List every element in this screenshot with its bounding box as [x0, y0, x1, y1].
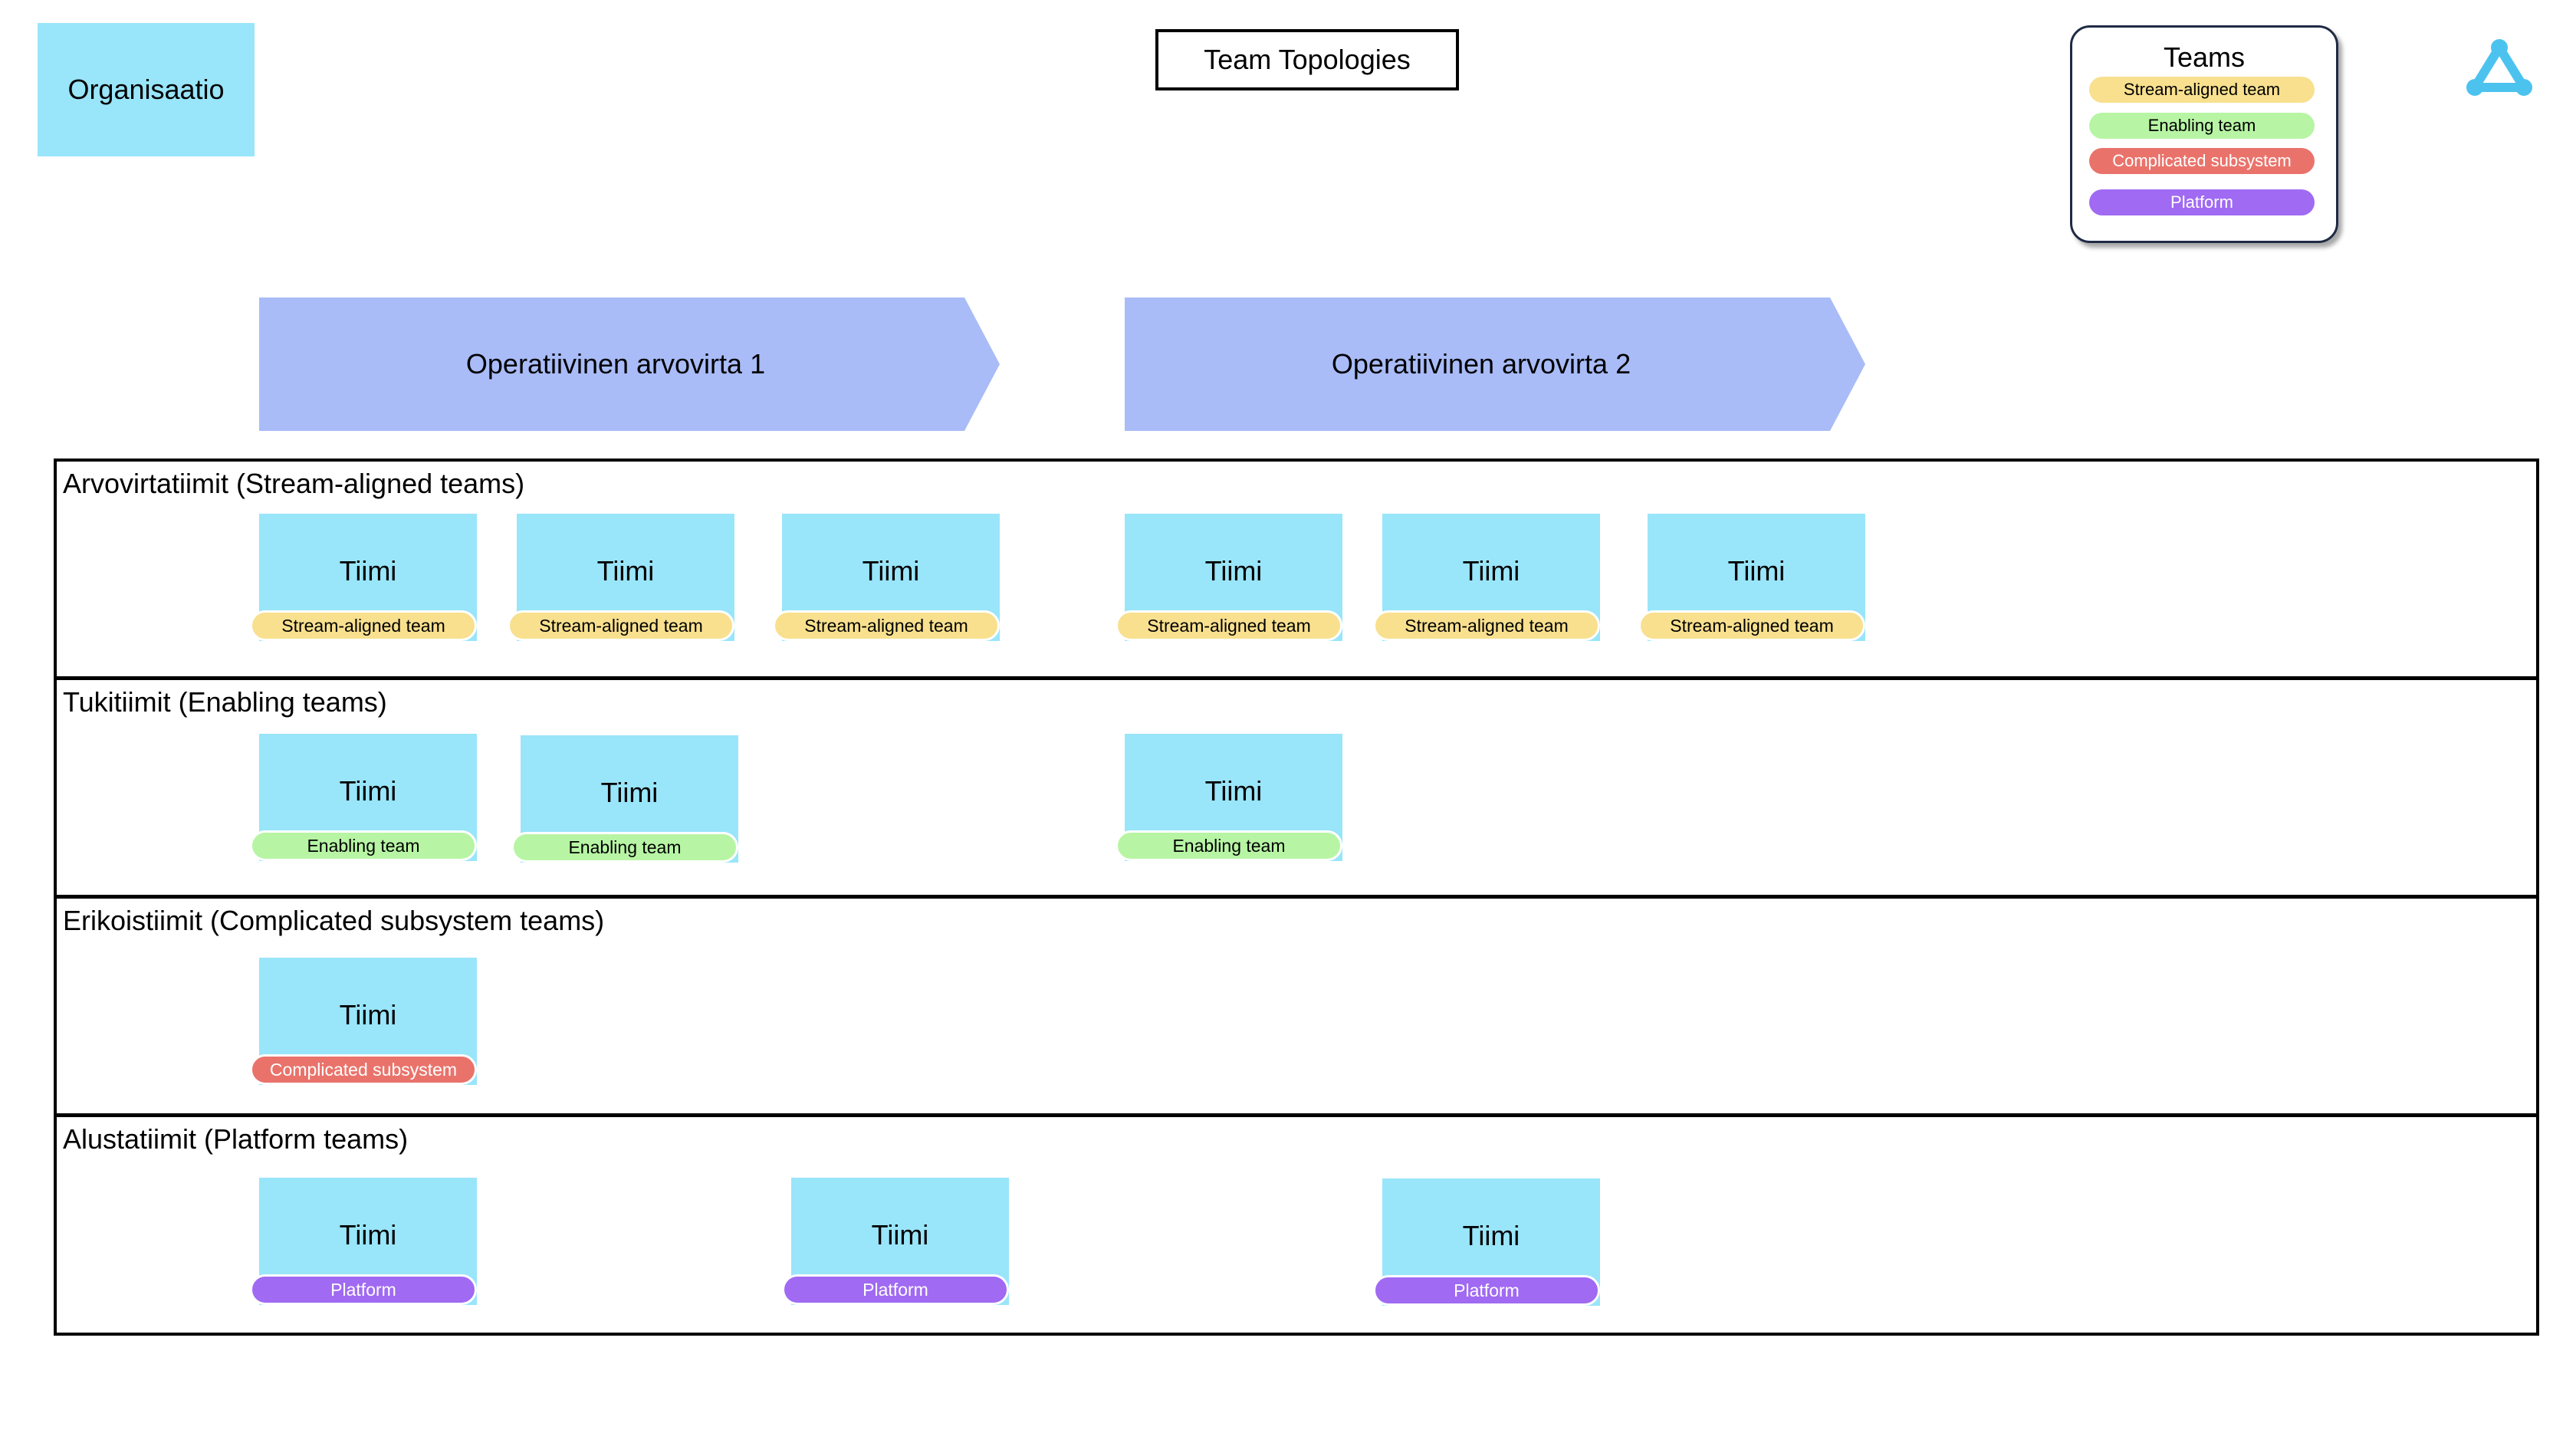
team-card[interactable]: Tiimi Stream-aligned team [1638, 514, 1865, 649]
organisation-label: Organisaatio [67, 74, 225, 105]
row-title: Alustatiimit (Platform teams) [63, 1123, 409, 1155]
team-card[interactable]: Tiimi Stream-aligned team [773, 514, 1000, 649]
organisation-note[interactable]: Organisaatio [38, 23, 255, 156]
team-card[interactable]: Tiimi Stream-aligned team [508, 514, 734, 649]
legend-item-complicated-subsystem: Complicated subsystem [2089, 148, 2315, 174]
team-type-tag: Stream-aligned team [1638, 610, 1865, 641]
team-card[interactable]: Tiimi Platform [782, 1178, 1009, 1313]
team-card[interactable]: Tiimi Stream-aligned team [1373, 514, 1600, 649]
triangle-network-icon [2466, 37, 2533, 98]
diagram-title[interactable]: Team Topologies [1155, 29, 1459, 90]
row-title: Erikoistiimit (Complicated subsystem tea… [63, 905, 605, 936]
value-stream-arrow-1[interactable]: Operatiivinen arvovirta 1 [259, 297, 1000, 431]
team-name: Tiimi [871, 1219, 929, 1251]
row-title: Tukitiimit (Enabling teams) [63, 686, 387, 718]
team-name: Tiimi [339, 775, 397, 807]
team-name: Tiimi [339, 555, 397, 587]
team-card[interactable]: Tiimi Stream-aligned team [1116, 514, 1342, 649]
team-type-tag: Enabling team [511, 832, 738, 863]
team-type-tag: Stream-aligned team [1373, 610, 1600, 641]
team-name: Tiimi [1204, 775, 1263, 807]
team-name: Tiimi [596, 555, 655, 587]
team-type-tag: Stream-aligned team [250, 610, 477, 641]
team-type-tag: Platform [1373, 1275, 1600, 1306]
team-card[interactable]: Tiimi Enabling team [511, 735, 738, 870]
team-card[interactable]: Tiimi Enabling team [1116, 734, 1342, 869]
team-type-tag: Platform [250, 1274, 477, 1305]
team-type-tag: Stream-aligned team [773, 610, 1000, 641]
team-card[interactable]: Tiimi Stream-aligned team [250, 514, 477, 649]
team-card[interactable]: Tiimi Platform [250, 1178, 477, 1313]
team-type-tag: Stream-aligned team [1116, 610, 1342, 641]
row-title: Arvovirtatiimit (Stream-aligned teams) [63, 468, 525, 499]
teams-legend[interactable]: Teams Stream-aligned team Enabling team … [2070, 25, 2338, 243]
value-stream-label: Operatiivinen arvovirta 1 [465, 348, 766, 380]
team-card[interactable]: Tiimi Platform [1373, 1178, 1600, 1313]
value-stream-label: Operatiivinen arvovirta 2 [1331, 348, 1631, 380]
team-type-tag: Enabling team [1116, 830, 1342, 861]
team-name: Tiimi [339, 1219, 397, 1251]
team-type-tag: Enabling team [250, 830, 477, 861]
team-type-tag: Platform [782, 1274, 1009, 1305]
legend-item-stream-aligned: Stream-aligned team [2089, 77, 2315, 103]
value-stream-arrow-2[interactable]: Operatiivinen arvovirta 2 [1125, 297, 1865, 431]
team-name: Tiimi [1727, 555, 1786, 587]
team-name: Tiimi [339, 999, 397, 1030]
team-name: Tiimi [862, 555, 920, 587]
diagram-title-text: Team Topologies [1204, 44, 1411, 75]
legend-item-platform: Platform [2089, 189, 2315, 215]
legend-item-enabling: Enabling team [2089, 113, 2315, 139]
team-name: Tiimi [600, 777, 659, 808]
team-name: Tiimi [1462, 555, 1520, 587]
team-name: Tiimi [1204, 555, 1263, 587]
row-platform-teams: Alustatiimit (Platform teams) [54, 1114, 2539, 1336]
team-card[interactable]: Tiimi Enabling team [250, 734, 477, 869]
team-type-tag: Stream-aligned team [508, 610, 734, 641]
team-card[interactable]: Tiimi Complicated subsystem [250, 958, 477, 1093]
legend-title: Teams [2163, 41, 2246, 73]
team-type-tag: Complicated subsystem [250, 1054, 477, 1085]
team-name: Tiimi [1462, 1220, 1520, 1251]
